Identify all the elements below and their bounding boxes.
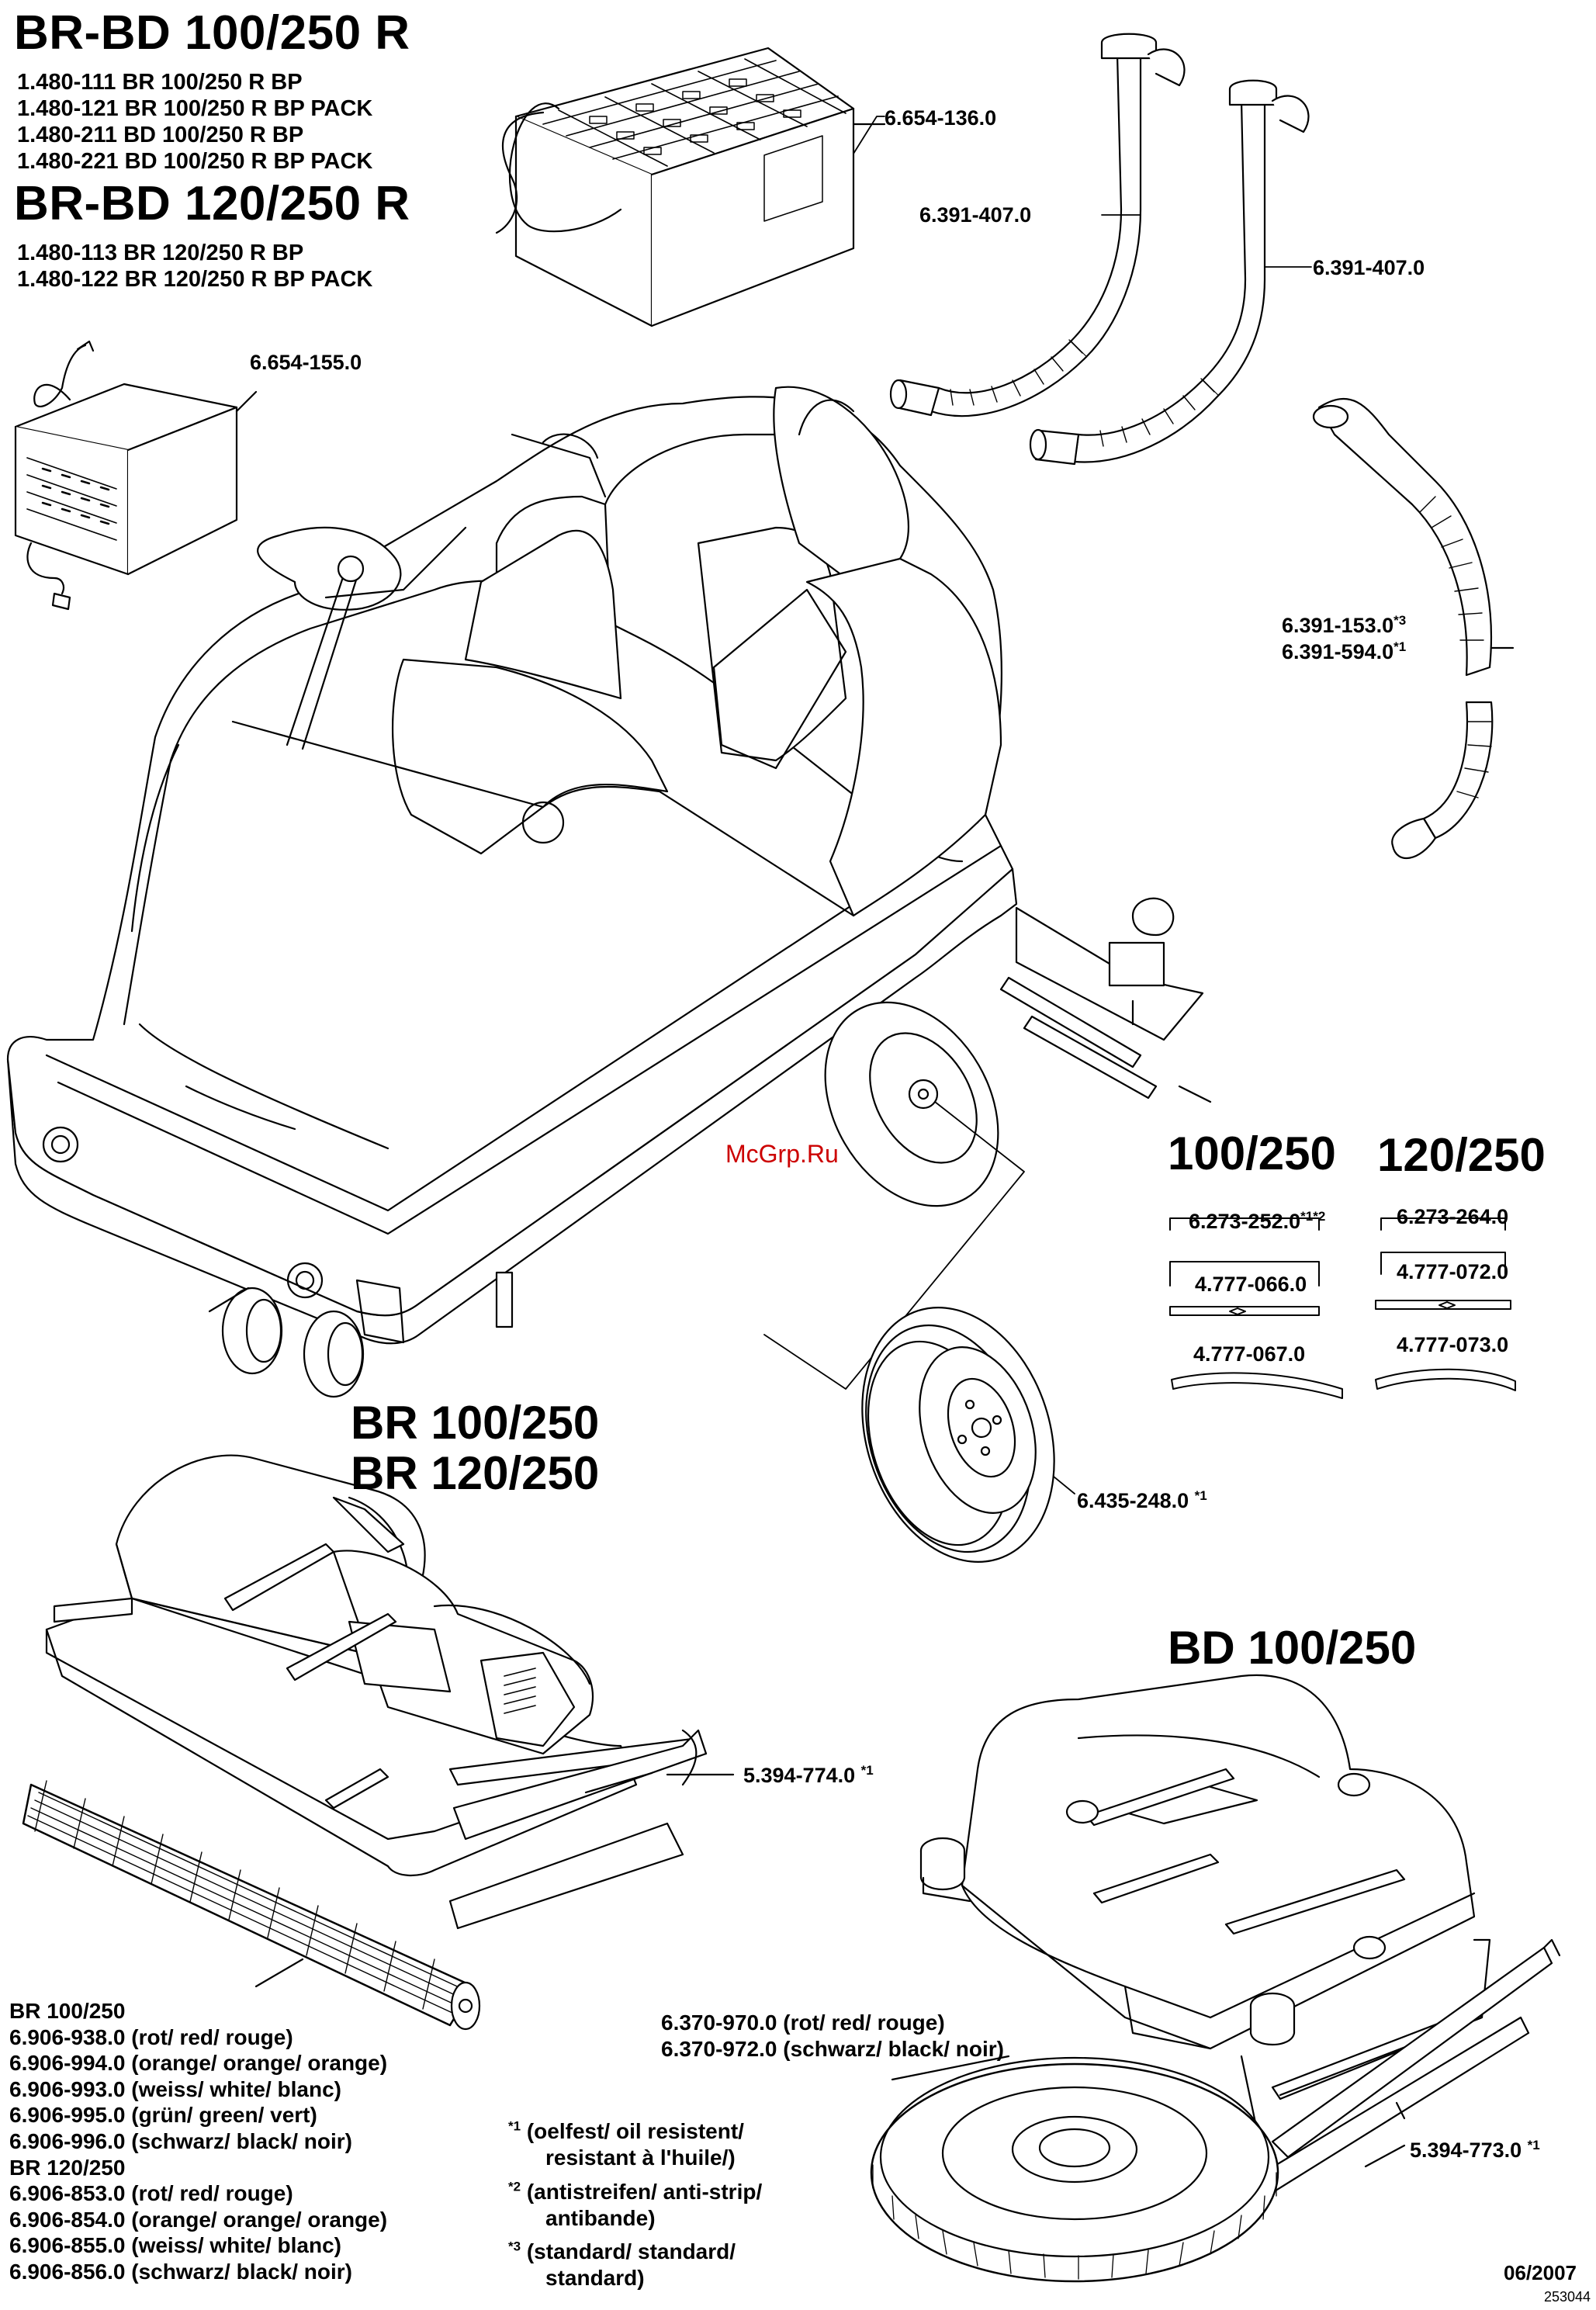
roller-brush-illustration (23, 1781, 479, 2029)
squeegee-set-120: 6.273-264.0 (1397, 1205, 1509, 1228)
squeegee-heading-100: 100/250 (1168, 1127, 1336, 1179)
list-item: 6.906-938.0 (rot/ red/ rouge) (9, 2024, 293, 2049)
model-line: 1.480-113 BR 120/250 R BP (17, 241, 304, 265)
machine-illustration (8, 387, 1210, 1397)
drawing-number: 253044 (1544, 2289, 1591, 2305)
part-label-suction-hose-a: 6.391-153.0*3 (1282, 613, 1407, 637)
list-item: 6.906-853.0 (rot/ red/ rouge) (9, 2181, 293, 2206)
brush-list-heading: BR 120/250 (9, 2155, 126, 2180)
bd-deck-illustration (921, 1675, 1560, 2200)
watermark: McGrp.Ru (725, 1140, 839, 1168)
drawing-date: 06/2007 (1504, 2261, 1577, 2284)
squeegee-rear-100: 4.777-067.0 (1193, 1342, 1306, 1366)
part-label-bd-squeegee: 5.394-773.0 *1 (1410, 2138, 1540, 2162)
model-line: 1.480-221 BD 100/250 R BP PACK (17, 148, 373, 174)
br-deck-illustration (47, 1456, 733, 1928)
bd-title: BD 100/250 (1168, 1622, 1417, 1674)
part-label-br-squeegee: 5.394-774.0 *1 (743, 1763, 874, 1787)
squeegee-heading-120: 120/250 (1377, 1129, 1546, 1181)
part-label-hose-2: 6.391-407.0 (1313, 256, 1425, 279)
part-label-battery: 6.654-136.0 (885, 106, 997, 130)
charger-illustration (16, 341, 256, 609)
part-label-suction-hose-b: 6.391-594.0*1 (1282, 639, 1407, 663)
model-line: 1.480-122 BR 120/250 R BP PACK (17, 266, 373, 292)
model-title-100: BR-BD 100/250 R (14, 6, 410, 60)
model-list-100: 1.480-111 BR 100/250 R BP 1.480-121 BR 1… (17, 70, 372, 175)
model-line: 1.480-121 BR 100/250 R BP PACK (17, 95, 373, 121)
model-list-120: 1.480-113 BR 120/250 R BP 1.480-122 BR 1… (17, 241, 372, 293)
model-line: 1.480-211 BD 100/250 R BP (17, 122, 304, 147)
model-title-120: BR-BD 120/250 R (14, 177, 410, 230)
brush-roller-list: BR 100/250 6.906-938.0 (rot/ red/ rouge)… (9, 1998, 387, 2285)
list-item: 6.906-855.0 (weiss/ white/ blanc) (9, 2233, 341, 2258)
list-item: 6.906-995.0 (grün/ green/ vert) (9, 2103, 317, 2128)
model-line: 1.480-111 BR 100/250 R BP (17, 70, 303, 95)
footnote-1: *1 (oelfest/ oil resistent/ resistant à … (508, 2118, 744, 2170)
list-item: 6.906-854.0 (orange/ orange/ orange) (9, 2207, 388, 2232)
squeegee-rear-120: 4.777-073.0 (1397, 1333, 1509, 1356)
squeegee-front-120: 4.777-072.0 (1397, 1260, 1509, 1283)
list-item: 6.906-994.0 (orange/ orange/ orange) (9, 2051, 388, 2076)
spare-wheel-illustration (831, 1283, 1085, 1587)
br-title-120: BR 120/250 (351, 1447, 600, 1499)
squeegee-set-100: 6.273-252.0*1*2 (1189, 1209, 1326, 1233)
br-title-100: BR 100/250 (351, 1397, 600, 1449)
squeegee-table-lines (1170, 1218, 1515, 1398)
brush-list-heading: BR 100/250 (9, 1999, 126, 2023)
part-label-wheel: 6.435-248.0 *1 (1077, 1488, 1207, 1512)
list-item: 6.370-972.0 (schwarz/ black/ noir) (661, 2036, 1004, 2061)
part-label-hose-1: 6.391-407.0 (919, 203, 1032, 227)
part-label-charger: 6.654-155.0 (250, 351, 362, 374)
pad-disc-illustration (871, 2056, 1278, 2281)
battery-illustration (497, 48, 885, 326)
footnote-2: *2 (antistreifen/ anti-strip/ antibande) (508, 2179, 763, 2230)
list-item: 6.906-996.0 (schwarz/ black/ noir) (9, 2128, 352, 2153)
list-item: 6.370-970.0 (rot/ red/ rouge) (661, 2010, 945, 2035)
hose-illustrations (891, 34, 1513, 858)
footnote-3: *3 (standard/ standard/ standard) (508, 2239, 736, 2290)
squeegee-front-100: 4.777-066.0 (1195, 1273, 1307, 1296)
list-item: 6.906-856.0 (schwarz/ black/ noir) (9, 2259, 352, 2284)
list-item: 6.906-993.0 (weiss/ white/ blanc) (9, 2076, 341, 2101)
pad-list: 6.370-970.0 (rot/ red/ rouge) 6.370-972.… (661, 2010, 1004, 2062)
